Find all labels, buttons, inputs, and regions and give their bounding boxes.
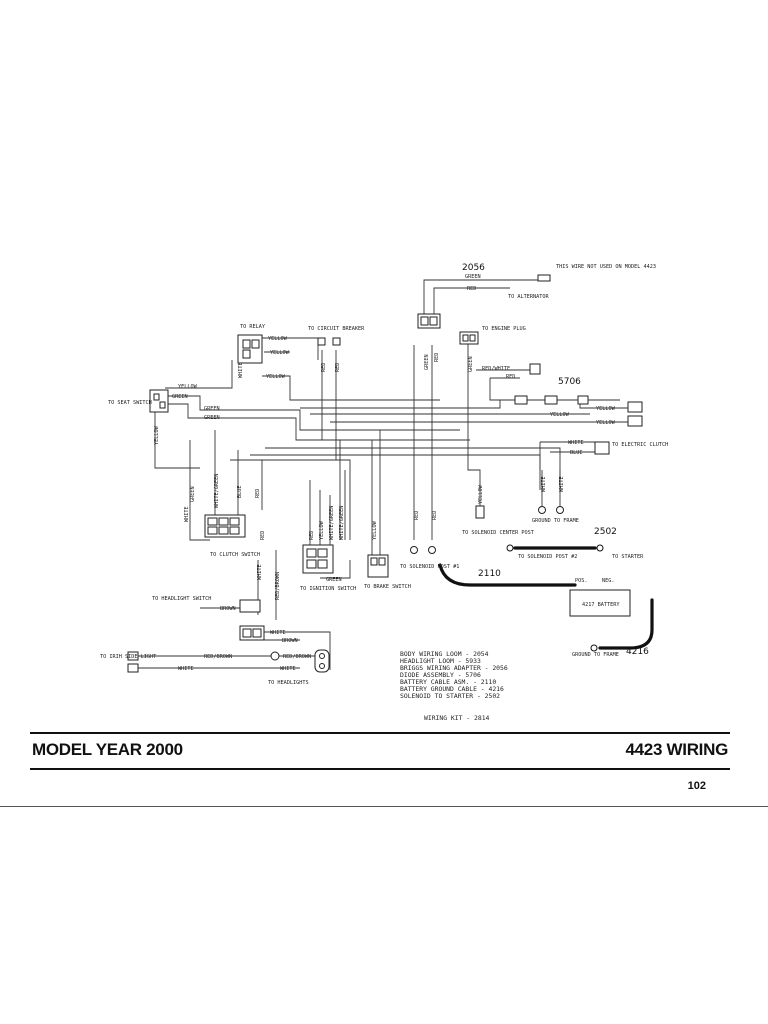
label-solenoid-post-1: TO SOLENOID POST #1 [400,564,459,570]
label-circuit-breaker: TO CIRCUIT BREAKER [308,326,365,332]
wiring-kit-label: WIRING KIT - 2814 [424,714,490,722]
wire-label-brown-headlight: BROWN [282,638,298,644]
wire-label-white-headlight-2: WHITE [280,666,296,672]
wire-label-yellow-relay: YELLOW [268,336,288,342]
wire-label-green-bundle: GREEN [190,486,196,502]
wire-label-yellow-relay-2: YELLOW [270,350,290,356]
wire-label-green-seat-3: GREEN [204,415,220,421]
wire-label-blue-clutch: BLUE [570,450,583,456]
legend-item: SOLENOID TO STARTER - 2502 [400,692,500,700]
harness-number-2110: 2110 [478,569,501,579]
wire-label-red-vert: RED [434,353,440,362]
label-battery-pos: POS. [575,578,588,584]
harness-number-5706: 5706 [558,377,581,387]
wire-label-yellow-seat: YELLOW [178,384,198,390]
legend-item: DIODE ASSEMBLY - 5706 [400,671,481,679]
wire-label-green-ignition: GREEN [326,577,342,583]
harness-number-4216: 4216 [626,647,649,657]
harness-number-2502: 2502 [594,527,617,537]
wire-label-red-brown-headlight: RED/BROWN [283,654,311,660]
legend-item: BRIGGS WIRING ADAPTER - 2056 [400,664,508,672]
label-headlights: TO HEADLIGHTS [268,680,309,686]
wire-label-white-relay: WHITE [238,362,244,378]
wire-label-green-seat-2: GREEN [204,406,220,412]
label-side-light: TO IRIH SIDE LIGHT [100,654,156,660]
label-battery: 4217 BATTERY [582,602,620,608]
wire-label-green-seat: GREEN [172,394,188,400]
wire-label-red-brown-side: RED/BROWN [204,654,232,660]
harness-wires [138,279,630,670]
wire-label-red-clutch: RED [260,531,266,540]
wire-label-yellow-seat-vert: YELLOW [154,425,160,445]
wire-label-green-engine: GREEN [468,356,474,372]
label-solenoid-center-post: TO SOLENOID CENTER POST [462,530,534,536]
label-battery-neg: NEG. [602,578,615,584]
label-engine-plug: TO ENGINE PLUG [482,326,526,332]
wire-label-brown: BROWN [220,606,236,612]
wire-label-red-brown-headsw: RED/BROWN [275,572,281,600]
footer-top-rule [30,732,730,734]
wire-label-red-solenoid-2: RED [432,511,438,520]
label-electric-clutch: TO ELECTRIC CLUTCH [612,442,668,448]
wire-label-yellow-center: YELLOW [478,484,484,504]
wiring-title: 4423 WIRING [625,740,728,759]
label-ground-to-frame: GROUND TO FRAME [532,518,579,524]
wire-label-green-top: GREEN [465,274,481,280]
wire-label-white-bundle: WHITE [184,506,190,522]
label-clutch-switch: TO CLUTCH SWITCH [210,552,260,558]
wire-label-red-breaker-2: RED [335,363,341,372]
label-not-used-note: THIS WIRE NOT USED ON MODEL 4423 [556,264,656,270]
legend-item: HEADLIGHT LOOM - 5933 [400,657,481,665]
wire-label-green-vert: GREEN [424,354,430,370]
battery-cables [438,544,654,652]
wire-label-red-ign: RED [309,531,315,540]
diagram-labels: 2056 5706 2502 2110 4216 TO RELAY TO CIR… [100,263,668,722]
wire-label-blue-bundle: BLUE [237,486,243,499]
wire-label-white-green-ign-2: WHITE/GREEN [339,506,345,540]
wire-label-red-diode: RED [506,374,515,380]
wire-label-red-top: RED [467,286,476,292]
model-year-title: MODEL YEAR 2000 [32,740,183,759]
label-ground-to-frame-2: GROUND TO FRAME [572,652,619,658]
wire-label-white-green-ign: WHITE/GREEN [329,506,335,540]
wire-label-red-solenoid: RED [414,511,420,520]
label-alternator: TO ALTERNATOR [508,294,549,300]
wire-label-white-headlight: WHITE [270,630,286,636]
footer-bottom-rule [30,768,730,770]
label-solenoid-post-2: TO SOLENOID POST #2 [518,554,577,560]
wire-label-white-ground-2: WHITE [559,476,565,492]
wire-label-yellow-right-2: YELLOW [596,420,616,426]
legend: BODY WIRING LOOM - 2054 HEADLIGHT LOOM -… [400,650,508,700]
wire-label-red-white: RED/WHITE [482,366,510,372]
connectors [127,274,643,673]
wire-label-red-bundle: RED [255,489,261,498]
wire-label-white-side: WHITE [178,666,194,672]
wire-label-white-clutch: WHITE [568,440,584,446]
wire-label-red-breaker: RED [321,363,327,372]
harness-number-2056: 2056 [462,263,485,273]
label-brake-switch: TO BRAKE SWITCH [364,584,411,590]
legend-item: BATTERY GROUND CABLE - 4216 [400,685,504,693]
page-number: 102 [687,780,706,792]
page-bottom-rule [0,806,768,807]
wire-label-white-ground: WHITE [541,476,547,492]
wire-label-yellow-mid: YELLOW [550,412,570,418]
label-relay: TO RELAY [240,324,266,330]
wire-label-white-green-bundle: WHITE/GREEN [214,474,220,508]
wire-label-yellow-right: YELLOW [596,406,616,412]
label-headlight-switch: TO HEADLIGHT SWITCH [152,596,211,602]
label-seat-switch: TO SEAT SWITCH [108,400,152,406]
wire-label-yellow-ign: YELLOW [319,520,325,540]
wire-label-yellow-relay-3: YELLOW [266,374,286,380]
label-ignition-switch: TO IGNITION SWITCH [300,586,356,592]
wire-label-white-headsw: WHITE [257,564,263,580]
label-to-starter: TO STARTER [612,554,644,560]
legend-item: BODY WIRING LOOM - 2054 [400,650,489,658]
wire-label-yellow-brake: YELLOW [372,520,378,540]
legend-item: BATTERY CABLE ASM. - 2110 [400,678,496,686]
wiring-diagram: 2056 5706 2502 2110 4216 TO RELAY TO CIR… [100,263,668,722]
